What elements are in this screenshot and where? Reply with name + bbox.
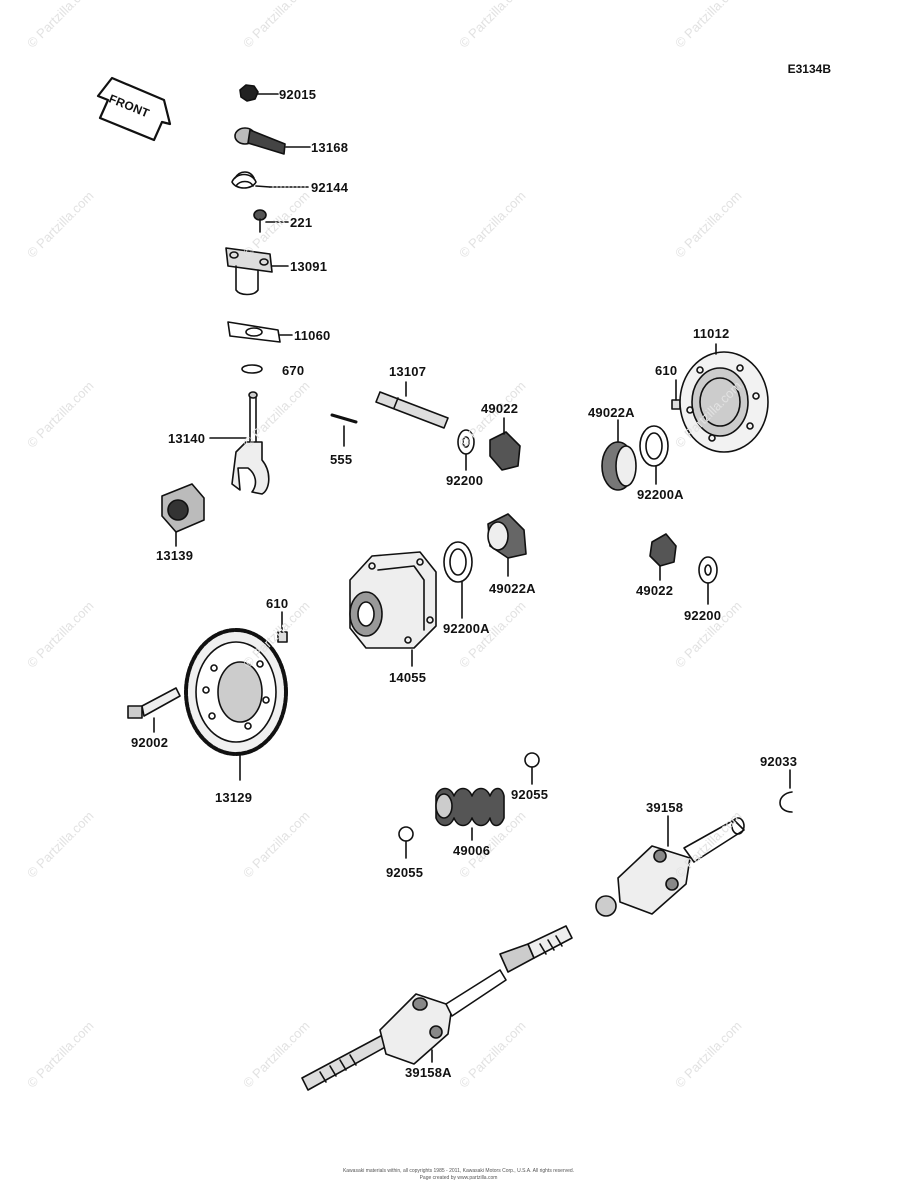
pinion-49022-right-icon — [649, 533, 677, 581]
part-label-92033[interactable]: 92033 — [760, 754, 798, 769]
part-label-92200[interactable]: 92200 — [446, 473, 484, 488]
drive-shaft-39158A-icon — [301, 925, 573, 1091]
nut-92015-icon — [239, 84, 279, 102]
part-label-555[interactable]: 555 — [330, 452, 353, 467]
ring-gear-13129-icon — [184, 628, 288, 781]
shift-fork-13140-icon — [209, 391, 270, 495]
part-label-49006[interactable]: 49006 — [453, 843, 491, 858]
part-label-13139[interactable]: 13139 — [156, 548, 194, 563]
washer-92200-right-icon — [698, 556, 718, 605]
gear-49022A-right-icon — [601, 419, 637, 491]
part-label-13091[interactable]: 13091 — [290, 259, 328, 274]
part-label-49022A[interactable]: 49022A — [588, 405, 635, 420]
oring-670-icon — [241, 364, 263, 374]
part-label-221[interactable]: 221 — [290, 215, 313, 230]
holder-13091-icon — [225, 247, 289, 296]
lever-13168-icon — [234, 127, 311, 155]
part-label-49022A[interactable]: 49022A — [489, 581, 536, 596]
copyright-line: Page created by www.partzilla.com — [419, 1175, 498, 1181]
part-label-92200[interactable]: 92200 — [684, 608, 722, 623]
shaft-13107-icon — [375, 381, 449, 429]
circlip-92033-icon — [779, 769, 793, 813]
part-label-92144[interactable]: 92144 — [311, 180, 349, 195]
boot-49006-icon — [435, 787, 505, 841]
part-label-49022[interactable]: 49022 — [481, 401, 519, 416]
bolt-92002-icon — [127, 687, 181, 733]
spring-92144-icon — [231, 171, 311, 189]
dowel-610-top-icon — [671, 379, 681, 410]
part-label-39158[interactable]: 39158 — [646, 800, 684, 815]
part-label-92055[interactable]: 92055 — [511, 787, 549, 802]
part-label-92055[interactable]: 92055 — [386, 865, 424, 880]
washer-92200-icon — [457, 429, 475, 471]
oring-92055-left-icon — [398, 826, 414, 859]
part-label-92015[interactable]: 92015 — [279, 87, 317, 102]
part-label-13168[interactable]: 13168 — [311, 140, 349, 155]
pin-555-icon — [330, 413, 358, 447]
part-label-13140[interactable]: 13140 — [168, 431, 206, 446]
part-label-92200A[interactable]: 92200A — [637, 487, 684, 502]
diagram-code: E3134B — [787, 62, 831, 76]
joint-39158-icon — [595, 815, 745, 917]
part-label-610[interactable]: 610 — [266, 596, 289, 611]
screw-221-icon — [253, 209, 289, 233]
gasket-11060-icon — [227, 321, 293, 343]
part-label-13129[interactable]: 13129 — [215, 790, 253, 805]
part-label-610[interactable]: 610 — [655, 363, 678, 378]
washer-92200A-right-icon — [639, 425, 669, 485]
part-label-49022[interactable]: 49022 — [636, 583, 674, 598]
part-label-670[interactable]: 670 — [282, 363, 305, 378]
copyright-line: Kawasaki materials within, all copyright… — [342, 1168, 575, 1174]
diff-case-14055-icon — [349, 551, 437, 667]
part-label-13107[interactable]: 13107 — [389, 364, 427, 379]
front-arrow-icon — [96, 76, 172, 142]
coupling-13139-icon — [161, 483, 205, 547]
part-label-14055[interactable]: 14055 — [389, 670, 427, 685]
part-label-11060[interactable]: 11060 — [294, 328, 331, 343]
pinion-49022-icon — [489, 417, 521, 471]
dowel-610-mid-icon — [277, 611, 288, 643]
part-label-39158A[interactable]: 39158A — [405, 1065, 452, 1080]
washer-92200A-mid-icon — [443, 541, 473, 619]
oring-92055-right-icon — [524, 752, 540, 785]
cover-11012-icon — [679, 343, 769, 453]
part-label-92200A[interactable]: 92200A — [443, 621, 490, 636]
part-label-92002[interactable]: 92002 — [131, 735, 169, 750]
part-label-11012[interactable]: 11012 — [693, 326, 730, 341]
gear-49022A-mid-icon — [487, 513, 527, 577]
